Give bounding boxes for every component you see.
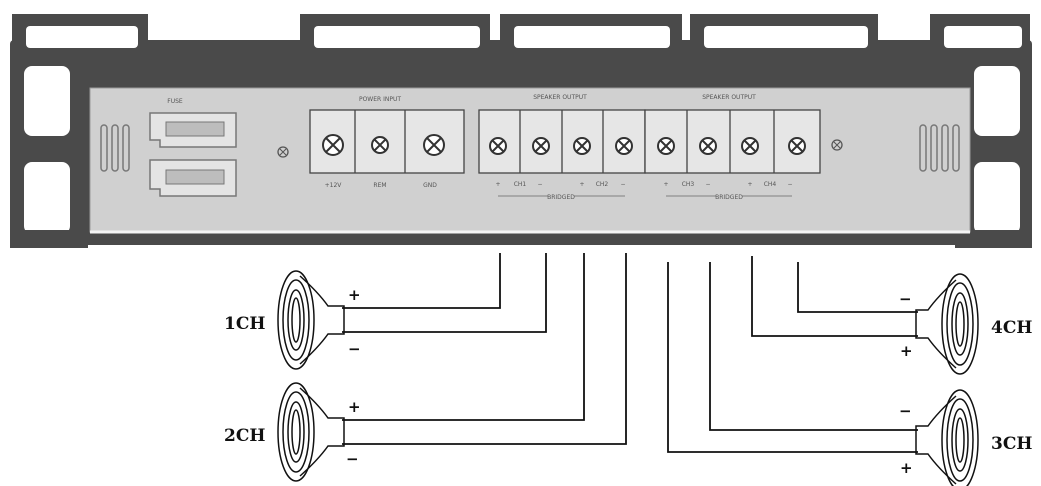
panel-screw-right — [831, 139, 843, 151]
speaker-mark-r3: − — [705, 181, 710, 188]
speaker-mark-r1: + — [663, 181, 668, 188]
polarity-2ch-plus: + — [348, 398, 361, 416]
bridged-label-left: BRIDGED — [547, 194, 575, 201]
power-terminal-label-2: REM — [373, 182, 386, 189]
wire-ch3-plus — [667, 262, 918, 453]
wire-ch2-plus — [342, 253, 585, 421]
terminal-screw-10 — [741, 137, 759, 155]
terminal-screw-9 — [699, 137, 717, 155]
wire-ch1-plus — [342, 253, 501, 309]
polarity-4ch-minus: − — [899, 290, 912, 308]
bridged-label-right: BRIDGED — [715, 194, 743, 201]
speaker-mark-r5: CH4 — [764, 181, 777, 188]
speaker-wires — [342, 253, 918, 453]
speaker-mark-l4: + — [579, 181, 584, 188]
speaker-mark-r2: CH3 — [682, 181, 695, 188]
polarity-1ch-minus: − — [348, 340, 361, 358]
terminal-screw-6 — [573, 137, 591, 155]
channel-label-4ch: 4CH — [991, 318, 1032, 338]
terminal-screw-1 — [322, 134, 344, 156]
speaker-3ch — [915, 389, 979, 486]
channel-label-3ch: 3CH — [991, 434, 1032, 454]
polarity-2ch-minus: − — [346, 450, 359, 468]
left-vent-slots — [100, 124, 130, 172]
speaker-mark-r4: + — [747, 181, 752, 188]
speaker-mark-l6: − — [620, 181, 625, 188]
terminal-screw-2 — [371, 136, 389, 154]
speaker-mark-l2: CH1 — [514, 181, 527, 188]
fuse-holder: FUSE — [149, 98, 237, 197]
power-terminal-label-1: +12V — [325, 182, 343, 189]
speaker-mark-l3: − — [537, 181, 542, 188]
power-input-title: POWER INPUT — [359, 96, 401, 103]
polarity-3ch-minus: − — [899, 402, 912, 420]
wire-ch4-plus — [751, 256, 918, 337]
terminal-screw-3 — [423, 134, 445, 156]
speaker-4ch — [915, 273, 979, 375]
speaker-output-title-right: SPEAKER OUTPUT — [702, 94, 756, 101]
polarity-1ch-plus: + — [348, 286, 361, 304]
wire-ch4-minus — [797, 262, 918, 313]
speaker-1ch — [277, 270, 345, 370]
terminal-screw-8 — [657, 137, 675, 155]
channel-label-1ch: 1CH — [224, 314, 265, 334]
speaker-2ch — [277, 382, 345, 482]
power-terminal-label-3: GND — [423, 182, 437, 189]
channel-label-2ch: 2CH — [224, 426, 265, 446]
terminal-screw-5 — [532, 137, 550, 155]
wire-ch3-minus — [709, 262, 918, 431]
polarity-4ch-plus: + — [900, 342, 913, 360]
terminal-screw-4 — [489, 137, 507, 155]
fuse-label: FUSE — [167, 98, 183, 105]
speaker-output-title-left: SPEAKER OUTPUT — [533, 94, 587, 101]
panel-screw-left — [277, 146, 289, 158]
terminal-screw-11 — [788, 137, 806, 155]
terminal-screw-7 — [615, 137, 633, 155]
speaker-mark-l5: CH2 — [596, 181, 609, 188]
wire-ch1-minus — [342, 253, 547, 333]
speaker-mark-l1: + — [495, 181, 500, 188]
right-vent-slots — [919, 124, 960, 172]
polarity-3ch-plus: + — [900, 459, 913, 477]
speaker-mark-r6: − — [787, 181, 792, 188]
wire-ch2-minus — [342, 253, 627, 445]
